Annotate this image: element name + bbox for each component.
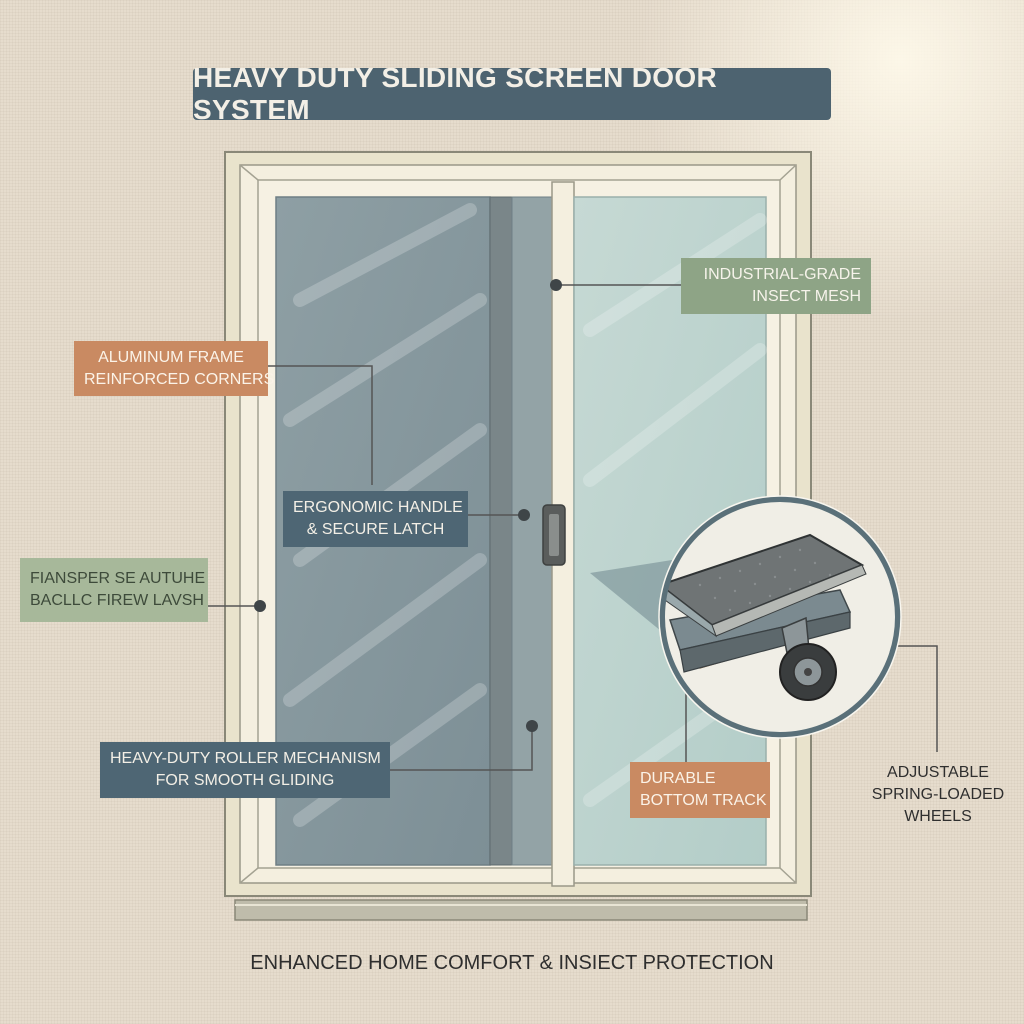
label-line: BACLLC FIREW LAVSH xyxy=(30,592,204,609)
label-line: FOR SMOOTH GLIDING xyxy=(155,772,335,789)
track-detail-magnifier xyxy=(658,495,902,739)
callout-dot-frame xyxy=(254,600,266,612)
label-line: SPRING-LOADED WHEELS xyxy=(871,786,1005,825)
label-line: INDUSTRIAL-GRADE xyxy=(703,266,861,283)
footer-caption: ENHANCED HOME COMFORT & INSIECT PROTECTI… xyxy=(250,952,774,974)
label-bottom-track: DURABLE BOTTOM TRACK xyxy=(630,762,770,818)
label-line: INSECT MESH xyxy=(751,288,861,305)
label-ergonomic-handle: ERGONOMIC HANDLE & SECURE LATCH xyxy=(283,491,468,547)
label-line: DURABLE xyxy=(640,770,716,787)
label-aluminum-frame: ALUMINUM FRAME REINFORCED CORNERS xyxy=(74,341,275,396)
label-roller-mechanism: HEAVY-DUTY ROLLER MECHANISM FOR SMOOTH G… xyxy=(100,742,390,798)
label-line: BOTTOM TRACK xyxy=(640,792,767,809)
label-line: HEAVY-DUTY ROLLER MECHANISM xyxy=(110,750,381,767)
callout-dot-handle xyxy=(518,509,530,521)
label-line: ERGONOMIC HANDLE xyxy=(293,499,463,516)
center-stile xyxy=(489,196,513,866)
label-insect-mesh: INDUSTRIAL-GRADE INSECT MESH xyxy=(681,258,871,314)
diagram-title: HEAVY DUTY SLIDING SCREEN DOOR SYSTEM xyxy=(193,62,831,125)
callout-dot-mesh xyxy=(550,279,562,291)
door-threshold xyxy=(234,899,808,921)
magnifier-beam xyxy=(590,560,672,640)
label-line: ALUMINUM FRAME xyxy=(98,348,244,366)
label-spring-wheels: ADJUSTABLE SPRING-LOADED WHEELS xyxy=(838,762,1024,828)
label-line: REINFORCED CORNERS xyxy=(84,370,275,388)
label-line: ADJUSTABLE xyxy=(887,764,989,781)
label-line: & SECURE LATCH xyxy=(306,521,445,538)
callout-dot-roller xyxy=(526,720,538,732)
label-line: FIANSPER SE AUTUHE xyxy=(30,570,206,587)
label-garbled: FIANSPER SE AUTUHE BACLLC FIREW LAVSH xyxy=(20,558,208,622)
